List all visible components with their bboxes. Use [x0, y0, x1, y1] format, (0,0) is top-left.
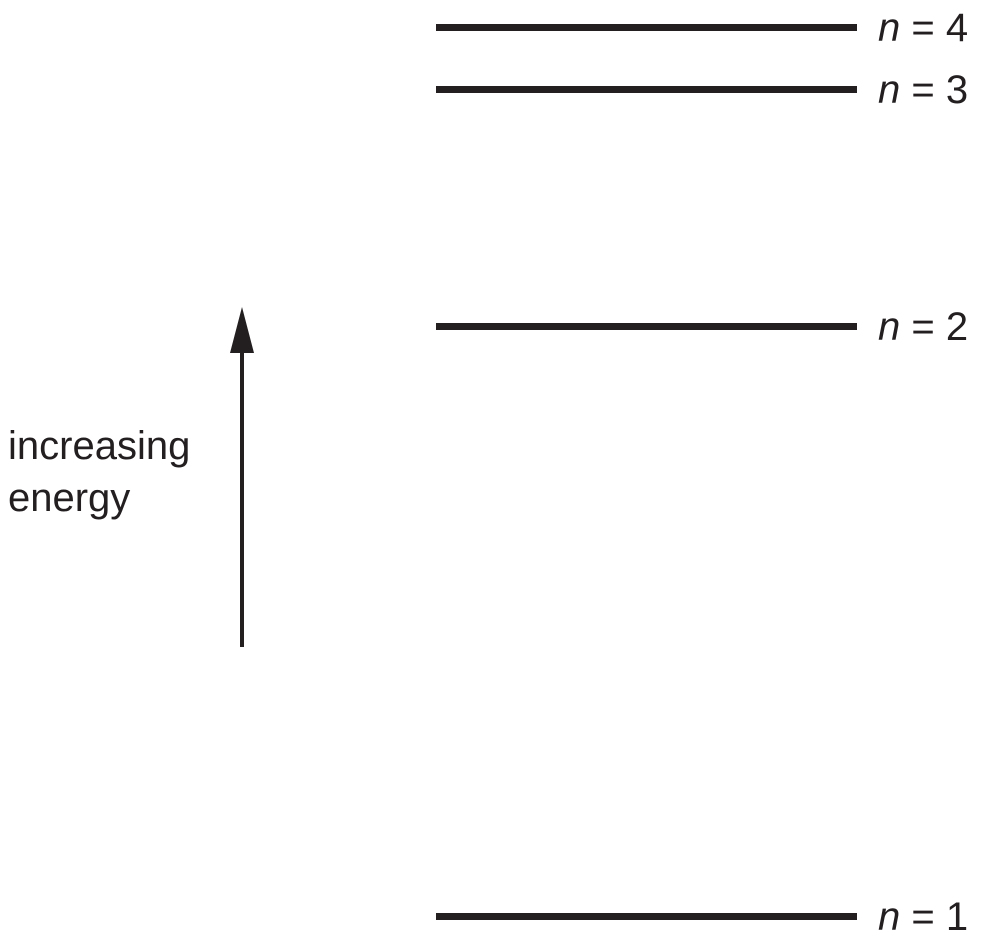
quantum-number-symbol: n [878, 895, 901, 939]
energy-level-line-n4 [436, 24, 857, 31]
energy-level-label-n4: n = 4 [878, 8, 968, 48]
energy-axis-label: increasing energy [8, 420, 190, 524]
energy-axis-label-line2: energy [8, 476, 131, 520]
quantum-number-symbol: n [878, 68, 901, 112]
energy-axis-label-line1: increasing [8, 424, 191, 468]
quantum-number-value: = 4 [900, 6, 969, 50]
energy-level-line-n1 [436, 913, 857, 920]
energy-level-label-n1: n = 1 [878, 897, 968, 937]
quantum-number-value: = 3 [900, 68, 969, 112]
quantum-number-value: = 2 [900, 305, 969, 349]
energy-arrow-shaft [240, 340, 244, 647]
quantum-number-symbol: n [878, 6, 901, 50]
energy-level-label-n2: n = 2 [878, 307, 968, 347]
energy-level-line-n3 [436, 86, 857, 93]
energy-level-label-n3: n = 3 [878, 70, 968, 110]
energy-level-line-n2 [436, 323, 857, 330]
quantum-number-symbol: n [878, 305, 901, 349]
quantum-number-value: = 1 [900, 895, 969, 939]
